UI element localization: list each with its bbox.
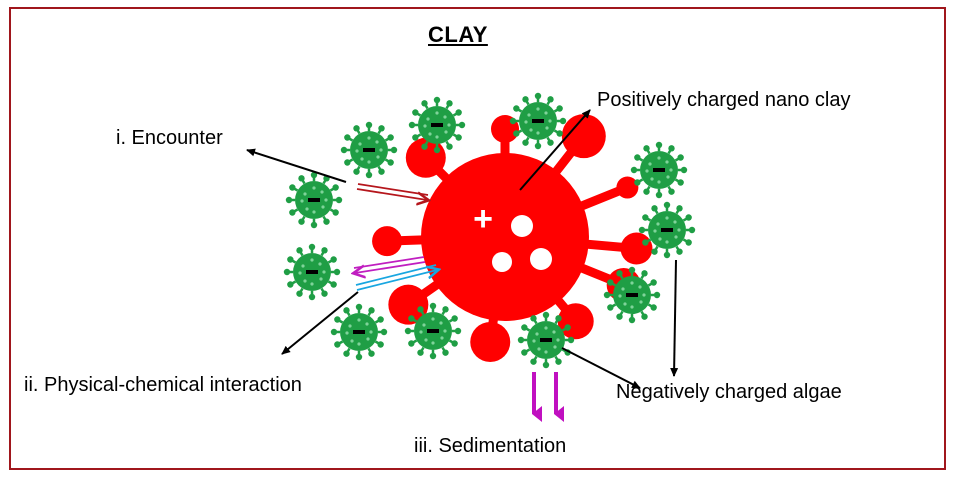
negative-charge-symbol xyxy=(427,329,439,333)
nano-clay-pointer-arrow xyxy=(519,109,591,191)
clay-spike-knob xyxy=(372,226,403,257)
physical-chemical-label: ii. Physical-chemical interaction xyxy=(24,374,302,396)
positive-charge-symbol: + xyxy=(473,200,493,238)
algae-cell xyxy=(630,141,688,199)
algae-cell xyxy=(404,302,462,360)
sedimentation-arrows xyxy=(532,372,564,422)
clay-pore xyxy=(492,252,512,272)
encounter-double-arrow xyxy=(356,183,428,200)
negative-charge-symbol xyxy=(532,119,544,123)
nano-clay-label: Positively charged nano clay xyxy=(597,89,851,111)
diagram-title: CLAY xyxy=(428,22,488,47)
nano-clay-particle: + xyxy=(372,114,653,362)
interaction-arrow-outward xyxy=(354,256,426,273)
interaction-arrow-inward xyxy=(355,264,437,291)
negative-charge-symbol xyxy=(653,168,665,172)
negative-charge-symbol xyxy=(540,338,552,342)
algae-group xyxy=(283,92,696,369)
negative-charge-symbol xyxy=(353,330,365,334)
clay-pore xyxy=(511,215,533,237)
clay-spike-knob xyxy=(616,176,639,199)
algae-cell xyxy=(285,171,343,229)
algae-cell xyxy=(638,201,696,259)
algae-cell xyxy=(340,121,398,179)
negative-charge-symbol xyxy=(626,293,638,297)
algae-pointer-arrow-right xyxy=(670,259,679,377)
algae-cell xyxy=(283,243,341,301)
clay-spike-knob xyxy=(388,284,429,325)
algae-pointer-arrow-bottom xyxy=(561,347,641,389)
algae-cell xyxy=(408,96,466,154)
algae-cell xyxy=(509,92,567,150)
algae-cell xyxy=(517,311,575,369)
encounter-pointer-arrow xyxy=(246,148,347,183)
clay-spike-knob xyxy=(620,232,653,265)
negative-charge-symbol xyxy=(306,270,318,274)
negative-charge-symbol xyxy=(363,148,375,152)
algae-cell xyxy=(330,303,388,361)
sedimentation-label: iii. Sedimentation xyxy=(414,435,567,457)
clay-spike-knob xyxy=(561,114,606,159)
clay-core xyxy=(421,153,589,321)
clay-spike-knob xyxy=(470,321,511,362)
negative-charge-symbol xyxy=(308,198,320,202)
diagram-frame xyxy=(9,7,946,470)
algae-label: Negatively charged algae xyxy=(616,381,842,403)
negative-charge-symbol xyxy=(661,228,673,232)
encounter-label: i. Encounter xyxy=(116,127,223,149)
negative-charge-symbol xyxy=(431,123,443,127)
algae-cell xyxy=(603,266,661,324)
clay-pore xyxy=(530,248,552,270)
interaction-pointer-arrow xyxy=(281,291,359,355)
